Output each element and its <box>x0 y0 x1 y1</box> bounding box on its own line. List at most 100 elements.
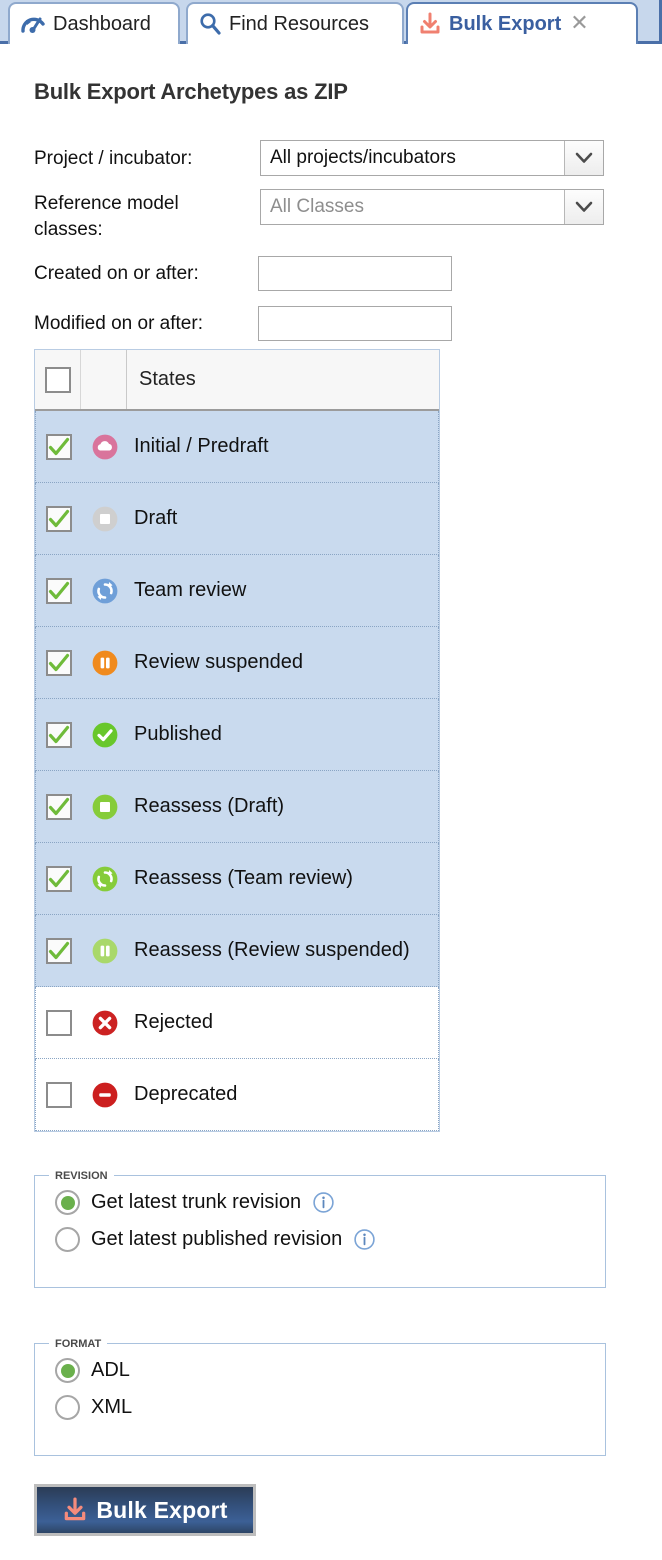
tab-bar: Dashboard Find Resources Bulk Export ✕ <box>0 0 662 44</box>
state-reassess-draft-square-icon <box>82 793 128 821</box>
bulk-export-panel: Bulk Export Archetypes as ZIP Project / … <box>0 44 662 1560</box>
states-row-checkbox[interactable] <box>46 1081 72 1108</box>
states-row-label: Review suspended <box>134 651 303 673</box>
close-icon[interactable]: ✕ <box>570 11 589 36</box>
chevron-down-icon[interactable] <box>564 141 603 175</box>
states-row-label: Rejected <box>134 1011 213 1033</box>
tab-find-resources[interactable]: Find Resources <box>186 2 404 44</box>
states-row-checkbox[interactable] <box>46 937 72 964</box>
select-all-cell[interactable] <box>35 350 81 409</box>
format-option-adl-label: ADL <box>91 1359 130 1381</box>
field-created-on-or-after: Created on or after: <box>34 256 634 296</box>
states-row-checkbox-cell[interactable] <box>36 793 82 820</box>
field-modified-on-or-after: Modified on or after: <box>34 306 634 346</box>
states-row-checkbox[interactable] <box>46 649 72 676</box>
states-row-checkbox-cell[interactable] <box>36 505 82 532</box>
states-row-checkbox[interactable] <box>46 793 72 820</box>
states-row-checkbox-cell[interactable] <box>36 433 82 460</box>
project-incubator-value: All projects/incubators <box>270 147 456 168</box>
states-header-icon-col <box>81 350 127 409</box>
states-row[interactable]: Rejected <box>35 987 439 1059</box>
format-option-xml-label: XML <box>91 1396 133 1418</box>
states-row-checkbox-cell[interactable] <box>36 1009 82 1036</box>
field-project-incubator: Project / incubator: All projects/incuba… <box>34 140 634 180</box>
download-tray-icon <box>62 1497 88 1523</box>
page-title: Bulk Export Archetypes as ZIP <box>34 79 348 104</box>
states-row[interactable]: Reassess (Draft) <box>35 771 439 843</box>
states-row[interactable]: Reassess (Review suspended) <box>35 915 439 987</box>
radio-format-adl[interactable] <box>55 1358 80 1383</box>
states-row-checkbox[interactable] <box>46 505 72 532</box>
states-row[interactable]: Draft <box>35 483 439 555</box>
states-row-checkbox[interactable] <box>46 577 72 604</box>
states-row-checkbox-cell[interactable] <box>36 937 82 964</box>
states-row-checkbox-cell[interactable] <box>36 721 82 748</box>
states-row[interactable]: Team review <box>35 555 439 627</box>
field-modified-on-or-after-label: Modified on or after: <box>34 313 203 334</box>
revision-option-published-label: Get latest published revision <box>91 1228 343 1250</box>
tab-dashboard-label: Dashboard <box>53 12 151 35</box>
radio-published-revision[interactable] <box>55 1227 80 1252</box>
states-row-label: Reassess (Review suspended) <box>134 939 410 961</box>
states-column-header: States <box>139 368 196 390</box>
format-option-xml[interactable]: XML <box>35 1395 605 1420</box>
states-table-header: States <box>35 350 439 411</box>
state-review-suspended-pause-icon <box>82 649 128 677</box>
states-row[interactable]: Initial / Predraft <box>35 411 439 483</box>
state-published-check-icon <box>82 721 128 749</box>
state-predraft-cloud-icon <box>82 433 128 461</box>
bulk-export-button[interactable]: Bulk Export <box>34 1484 256 1536</box>
select-all-checkbox[interactable] <box>44 366 71 393</box>
radio-format-xml[interactable] <box>55 1395 80 1420</box>
revision-legend: Revision <box>55 1166 108 1183</box>
states-row[interactable]: Deprecated <box>35 1059 439 1131</box>
format-option-adl[interactable]: ADL <box>35 1358 605 1383</box>
revision-option-trunk-label: Get latest trunk revision <box>91 1191 302 1213</box>
states-row[interactable]: Published <box>35 699 439 771</box>
modified-on-or-after-input[interactable] <box>258 306 452 341</box>
field-project-incubator-label: Project / incubator: <box>34 148 193 169</box>
radio-trunk-revision[interactable] <box>55 1190 80 1215</box>
state-draft-square-icon <box>82 505 128 533</box>
states-row-checkbox-cell[interactable] <box>36 577 82 604</box>
state-reassess-suspended-pause-icon <box>82 937 128 965</box>
state-rejected-cross-icon <box>82 1009 128 1037</box>
states-row-checkbox[interactable] <box>46 433 72 460</box>
states-row-checkbox[interactable] <box>46 1009 72 1036</box>
created-on-or-after-input[interactable] <box>258 256 452 291</box>
tab-bulk-export-label: Bulk Export <box>449 12 562 35</box>
states-row[interactable]: Review suspended <box>35 627 439 699</box>
dashboard-gauge-icon <box>20 13 46 35</box>
states-row-label: Reassess (Team review) <box>134 867 353 889</box>
reference-model-classes-select[interactable]: All Classes <box>260 189 604 225</box>
reference-model-classes-value: All Classes <box>270 196 364 217</box>
states-row-checkbox[interactable] <box>46 721 72 748</box>
tab-dashboard[interactable]: Dashboard <box>8 2 180 44</box>
tab-find-resources-label: Find Resources <box>229 12 370 35</box>
download-tray-icon <box>418 12 442 36</box>
info-icon[interactable] <box>312 1191 335 1214</box>
state-deprecated-minus-icon <box>82 1081 128 1109</box>
revision-option-published[interactable]: Get latest published revision <box>35 1227 605 1252</box>
states-row-checkbox-cell[interactable] <box>36 1081 82 1108</box>
chevron-down-icon[interactable] <box>564 190 603 224</box>
states-row-label: Deprecated <box>134 1083 238 1105</box>
state-reassess-team-refresh-icon <box>82 865 128 893</box>
field-reference-model-classes: Reference model classes: All Classes <box>34 189 634 249</box>
states-row-label: Draft <box>134 507 178 529</box>
info-icon[interactable] <box>353 1228 376 1251</box>
revision-option-trunk[interactable]: Get latest trunk revision <box>35 1190 605 1215</box>
revision-fieldset: Revision Get latest trunk revision Get l… <box>34 1166 606 1288</box>
states-row[interactable]: Reassess (Team review) <box>35 843 439 915</box>
project-incubator-select[interactable]: All projects/incubators <box>260 140 604 176</box>
states-row-checkbox[interactable] <box>46 865 72 892</box>
states-row-checkbox-cell[interactable] <box>36 865 82 892</box>
magnifier-icon <box>198 12 222 36</box>
tab-bulk-export[interactable]: Bulk Export ✕ <box>406 2 638 44</box>
states-row-checkbox-cell[interactable] <box>36 649 82 676</box>
state-team-review-refresh-icon <box>82 577 128 605</box>
format-legend: Format <box>55 1334 102 1351</box>
field-reference-model-classes-label: Reference model classes: <box>34 193 179 240</box>
